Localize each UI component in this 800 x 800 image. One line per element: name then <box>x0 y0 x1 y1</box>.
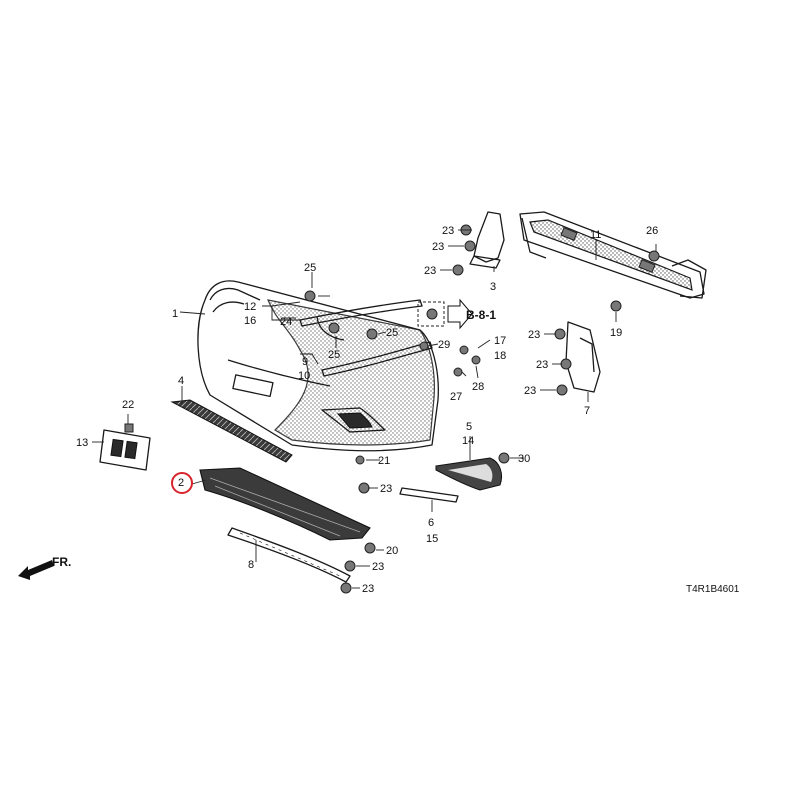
leader-lines <box>92 229 657 589</box>
moulding-small <box>399 487 459 503</box>
fasteners <box>304 224 660 594</box>
under-cover <box>199 467 371 541</box>
bumper-beam <box>519 211 707 299</box>
callout-4: 4 <box>178 375 184 387</box>
callout-19: 19 <box>610 327 622 339</box>
callout-6: 6 <box>428 517 434 529</box>
callout-1: 1 <box>172 308 178 320</box>
callout-22: 22 <box>122 399 134 411</box>
callout-13: 13 <box>76 437 88 449</box>
garnish-upper <box>299 299 433 377</box>
callout-12: 12 <box>244 301 256 313</box>
diagram-code: T4R1B4601 <box>686 584 740 595</box>
upper-bracket <box>469 211 505 269</box>
license-bracket <box>99 423 151 471</box>
callout-27: 27 <box>450 391 462 403</box>
callout-23-a: 23 <box>442 225 454 237</box>
callout-23-e: 23 <box>536 359 548 371</box>
callout-24: 24 <box>280 316 292 328</box>
ref-label: B-8-1 <box>466 308 496 322</box>
direction-label: FR. <box>52 555 71 569</box>
callout-23-c: 23 <box>424 265 436 277</box>
callout-11: 11 <box>590 229 601 241</box>
callout-21: 21 <box>378 455 390 467</box>
callout-26: 26 <box>646 225 658 237</box>
callout-17: 17 <box>494 335 506 347</box>
callout-25-bottom: 25 <box>328 349 340 361</box>
side-bracket <box>565 321 601 393</box>
callout-28: 28 <box>472 381 484 393</box>
callout-25-top: 25 <box>304 262 316 274</box>
callout-23-d: 23 <box>528 329 540 341</box>
callout-30: 30 <box>518 453 530 465</box>
highlight-ring <box>171 472 193 494</box>
callout-18: 18 <box>494 350 506 362</box>
callout-3: 3 <box>490 281 496 293</box>
callout-23-b: 23 <box>432 241 444 253</box>
callout-5: 5 <box>466 421 472 433</box>
callout-23-f: 23 <box>524 385 536 397</box>
callout-23-h: 23 <box>372 561 384 573</box>
lower-grille <box>170 399 293 463</box>
callout-15: 15 <box>426 533 438 545</box>
callout-8: 8 <box>248 559 254 571</box>
bumper-face <box>197 280 439 452</box>
callout-7: 7 <box>584 405 590 417</box>
callout-14: 14 <box>462 435 474 447</box>
reference-callout: B-8-1 <box>417 298 496 330</box>
callout-9: 9 <box>302 356 308 368</box>
callout-20: 20 <box>386 545 398 557</box>
lip-spoiler <box>227 527 351 583</box>
callout-25-right: 25 <box>386 327 398 339</box>
fog-garnish <box>435 457 503 491</box>
callout-2: 2 <box>178 477 184 489</box>
front-direction-arrow: FR. <box>18 555 71 580</box>
callout-29: 29 <box>438 339 450 351</box>
callout-10: 10 <box>298 370 310 382</box>
callout-23-i: 23 <box>362 583 374 595</box>
callout-23-g: 23 <box>380 483 392 495</box>
callout-16: 16 <box>244 315 256 327</box>
callout-labels: 1 2 3 4 5 6 7 8 9 10 11 12 13 14 15 16 1… <box>76 225 658 595</box>
